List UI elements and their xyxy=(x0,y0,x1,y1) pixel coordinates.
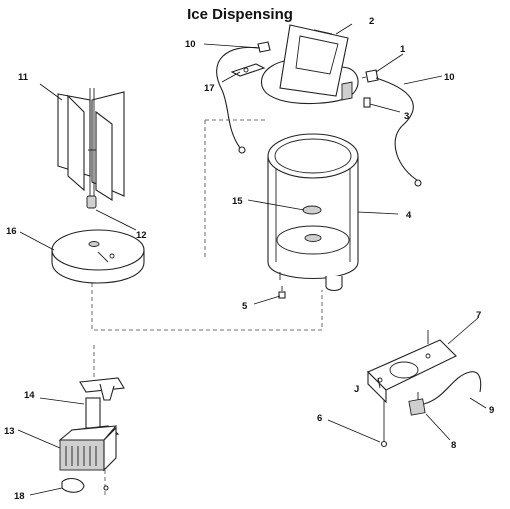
part-18-knob xyxy=(61,477,85,493)
part-7-mounting-plate xyxy=(367,330,457,404)
diagram-title: Ice Dispensing xyxy=(187,6,293,23)
callout-17: 17 xyxy=(204,83,215,94)
part-8-switch xyxy=(408,392,426,416)
callout-8: 8 xyxy=(451,440,456,451)
part-1-screw xyxy=(361,69,379,83)
callout-10-left: 10 xyxy=(185,39,196,50)
leader-lines xyxy=(17,23,487,496)
callout-10-right: 10 xyxy=(444,72,455,83)
part-10-cords xyxy=(216,46,422,187)
callout-4: 4 xyxy=(406,210,412,221)
callout-16: 16 xyxy=(6,226,17,237)
assembly-guide-lines xyxy=(91,119,323,495)
callout-11: 11 xyxy=(18,72,29,83)
callout-6: 6 xyxy=(317,413,322,424)
callout-2: 2 xyxy=(369,16,374,27)
small-screw-lower xyxy=(103,485,109,491)
callout-labels: 1 2 3 4 5 6 7 8 9 10 10 11 12 13 14 15 1… xyxy=(4,16,494,502)
part-3-clip xyxy=(363,97,371,108)
callout-7: 7 xyxy=(476,310,481,321)
callout-18: 18 xyxy=(14,491,25,502)
part-4-bin-drum xyxy=(267,133,359,292)
part-10-left-fitting xyxy=(257,41,271,53)
callout-15: 15 xyxy=(232,196,243,207)
callout-3: 3 xyxy=(404,111,409,122)
part-12-shaft-tip xyxy=(86,195,97,209)
part-13-motor xyxy=(58,425,118,472)
callout-5: 5 xyxy=(242,301,248,312)
part-6-bolt: J xyxy=(354,377,388,448)
part-17-bracket xyxy=(230,63,266,77)
part-2-chute-housing xyxy=(261,24,359,104)
part-9-wire xyxy=(423,371,482,405)
callout-13: 13 xyxy=(4,426,15,437)
svg-text:J: J xyxy=(354,384,359,395)
part-16-base-disc xyxy=(51,229,145,284)
callout-12: 12 xyxy=(136,230,147,241)
callout-1: 1 xyxy=(400,44,406,55)
part-11-paddle-wheel xyxy=(57,88,125,201)
callout-14: 14 xyxy=(24,390,35,401)
callout-9: 9 xyxy=(489,405,494,416)
part-5-fastener xyxy=(278,286,286,299)
